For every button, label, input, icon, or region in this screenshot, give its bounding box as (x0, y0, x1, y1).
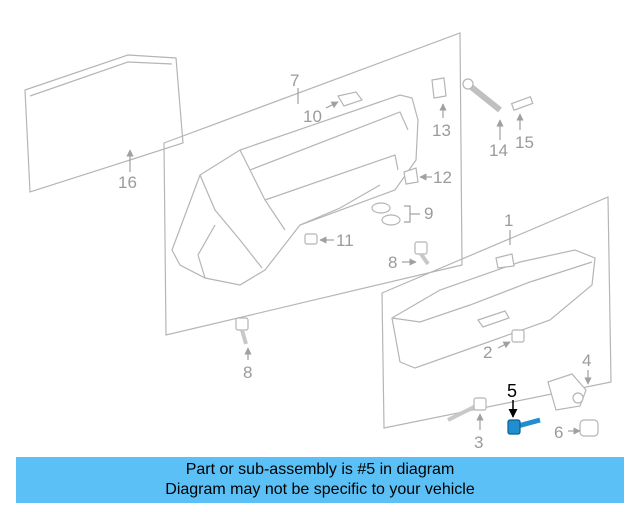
callout-8-lower: 8 (243, 363, 252, 382)
screw-part-8-lower (235, 317, 249, 345)
callout-3: 3 (474, 433, 483, 452)
banner-line-1: Part or sub-assembly is #5 in diagram (185, 461, 455, 478)
screw-part-5-highlighted (507, 417, 541, 435)
bracket-part-13 (431, 77, 447, 99)
glove-box-assembly-part-1 (381, 196, 612, 429)
banner-line-2: Diagram may not be specific to your vehi… (165, 481, 475, 498)
clip-part-12 (403, 167, 419, 185)
bumper-part-6 (579, 419, 599, 437)
callout-6: 6 (554, 423, 563, 442)
screw-part-8-upper (414, 241, 430, 266)
callout-2: 2 (483, 343, 492, 362)
bumper-part-2 (511, 329, 525, 343)
callout-16: 16 (118, 173, 137, 192)
callout-14: 14 (489, 141, 508, 160)
info-banner: Part or sub-assembly is #5 in diagram Di… (16, 457, 624, 503)
callout-7: 7 (290, 71, 299, 90)
callout-5: 5 (507, 381, 517, 401)
callout-11: 11 (336, 231, 354, 250)
callout-13: 13 (432, 121, 451, 140)
parts-diagram: 16 7 10 13 14 15 12 (24, 32, 612, 452)
callout-8-upper: 8 (388, 253, 397, 272)
callout-1: 1 (504, 211, 513, 230)
callout-9: 9 (424, 204, 433, 223)
liner-panel-part-16 (24, 54, 184, 193)
seal-part-9 (371, 202, 401, 226)
pin-part-15 (510, 95, 534, 111)
callout-4: 4 (582, 351, 591, 370)
hinge-part-4 (547, 373, 587, 411)
callout-15: 15 (515, 133, 534, 152)
callout-12: 12 (433, 168, 452, 187)
clip-part-10 (337, 91, 363, 107)
bolt-part-3 (447, 397, 487, 422)
bumper-part-11 (304, 233, 318, 245)
callout-10: 10 (303, 107, 322, 126)
damper-part-14 (462, 78, 502, 113)
glove-box-housing-part-7 (163, 32, 463, 336)
